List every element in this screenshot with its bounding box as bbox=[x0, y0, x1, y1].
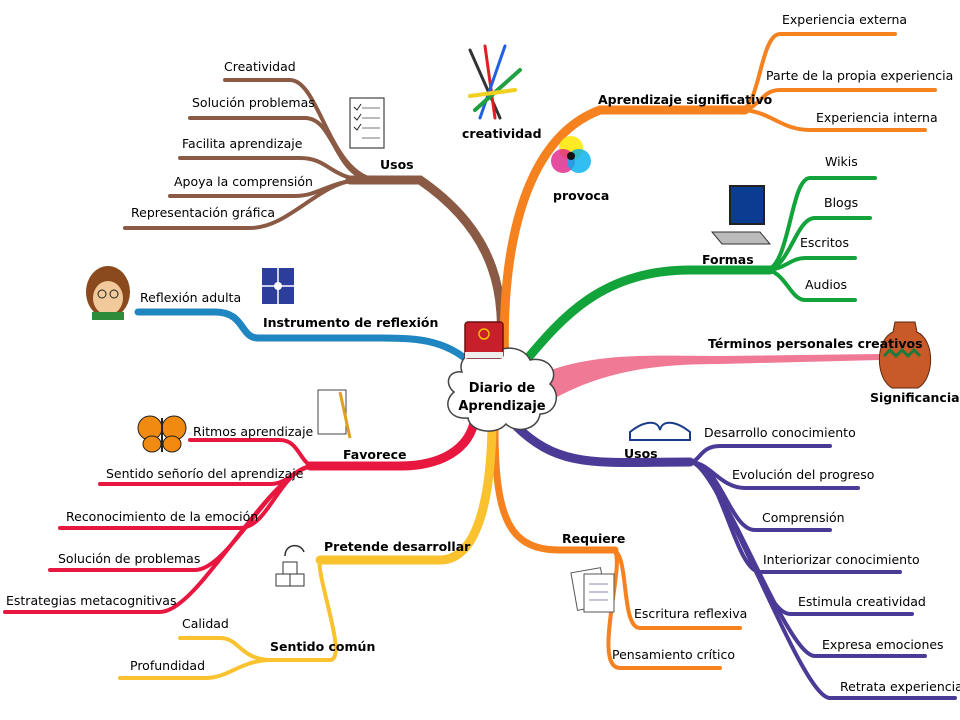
aprendizaje-label: Aprendizaje significativo bbox=[598, 92, 773, 107]
usos-right-item: Interiorizar conocimiento bbox=[763, 552, 920, 567]
branch-aprendizaje bbox=[499, 32, 937, 375]
branch-instrumento bbox=[134, 308, 482, 374]
branch-pretende bbox=[118, 423, 497, 680]
usos-right-item: Evolución del progreso bbox=[732, 467, 874, 482]
usos-left-label: Usos bbox=[380, 157, 414, 172]
center-line2: Aprendizaje bbox=[458, 399, 545, 414]
branch-requiere bbox=[491, 424, 742, 670]
usos-right-item: Expresa emociones bbox=[822, 637, 944, 652]
instrumento-label: Instrumento de reflexión bbox=[263, 315, 438, 330]
puzzle-icon bbox=[262, 268, 294, 304]
blocks-icon bbox=[275, 544, 305, 587]
aprendizaje-item: Parte de la propia experiencia bbox=[766, 68, 953, 83]
requiere-label: Requiere bbox=[562, 531, 625, 546]
aprendizaje-item: Experiencia externa bbox=[782, 12, 907, 27]
formas-label: Formas bbox=[702, 252, 754, 267]
vase-icon bbox=[878, 321, 932, 389]
favorece-item: Reconocimiento de la emoción bbox=[66, 509, 258, 524]
center-line1: Diario de bbox=[469, 381, 536, 396]
branch-usos-right bbox=[510, 420, 957, 700]
favorece-item: Solución de problemas bbox=[58, 551, 200, 566]
usos-left-item: Representación gráfica bbox=[131, 205, 275, 220]
usos-left-item: Solución problemas bbox=[192, 95, 315, 110]
laptop-icon bbox=[710, 185, 772, 245]
central-node: Diario de Aprendizaje bbox=[447, 347, 558, 432]
favorece-item: Ritmos aprendizaje bbox=[193, 424, 314, 439]
papers-icon bbox=[570, 567, 615, 613]
pretende-item: Profundidad bbox=[130, 658, 205, 673]
provoca-caption: provoca bbox=[553, 188, 609, 203]
butterfly-icon bbox=[137, 415, 187, 453]
formas-item: Blogs bbox=[824, 195, 858, 210]
favorece-label: Favorece bbox=[343, 447, 407, 462]
paintbrush-icon bbox=[468, 44, 522, 120]
pretende-item: Calidad bbox=[182, 616, 229, 631]
usos-right-label: Usos bbox=[624, 446, 658, 461]
aprendizaje-item: Experiencia interna bbox=[816, 110, 938, 125]
usos-left-item: Apoya la comprensión bbox=[174, 174, 313, 189]
formas-item: Audios bbox=[805, 277, 847, 292]
usos-left-item: Facilita aprendizaje bbox=[182, 136, 303, 151]
usos-left-item: Creatividad bbox=[224, 59, 296, 74]
branch-formas bbox=[517, 176, 877, 370]
test-sheet-icon bbox=[317, 389, 352, 439]
favorece-item: Sentido señorío del aprendizaje bbox=[106, 466, 304, 481]
open-book-icon bbox=[629, 421, 691, 441]
pretende-label: Pretende desarrollar bbox=[324, 539, 471, 554]
branch-favorece bbox=[3, 413, 480, 614]
branch-terminos bbox=[545, 354, 880, 402]
usos-right-item: Retrata experiencias bbox=[840, 679, 960, 694]
instrumento-item: Reflexión adulta bbox=[140, 290, 241, 305]
formas-item: Wikis bbox=[825, 154, 858, 169]
person-face-icon bbox=[86, 266, 130, 320]
terminos-label: Términos personales creativos bbox=[708, 336, 923, 351]
color-wheel-icon bbox=[551, 136, 591, 173]
formas-item: Escritos bbox=[800, 235, 849, 250]
checklist-icon bbox=[349, 97, 385, 149]
requiere-item: Escritura reflexiva bbox=[634, 606, 747, 621]
creatividad-caption: creatividad bbox=[462, 126, 542, 141]
book-icon bbox=[464, 321, 504, 359]
sentido-comun-label: Sentido común bbox=[270, 639, 375, 654]
usos-right-item: Comprensión bbox=[762, 510, 845, 525]
usos-right-item: Estimula creatividad bbox=[798, 594, 926, 609]
significancia-caption: Significancia bbox=[870, 390, 960, 405]
usos-right-item: Desarrollo conocimiento bbox=[704, 425, 856, 440]
requiere-item: Pensamiento crítico bbox=[612, 647, 735, 662]
favorece-item: Estrategias metacognitivas bbox=[6, 593, 176, 608]
